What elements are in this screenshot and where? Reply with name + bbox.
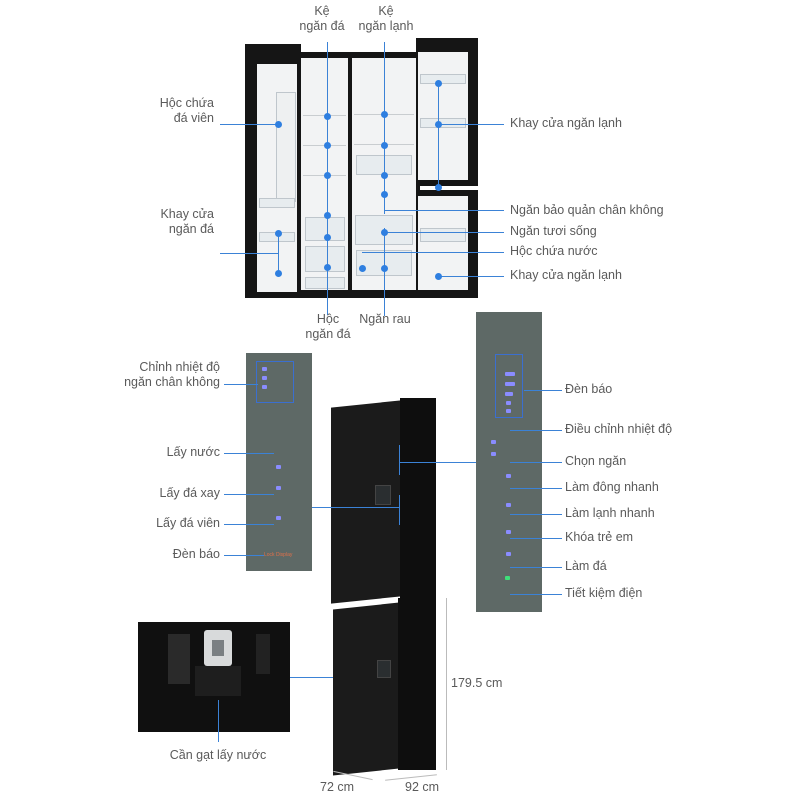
height-dimension-line [446, 598, 447, 770]
label-ngan-rau: Ngăn rau [359, 312, 411, 326]
label-lam-lanh-nhanh: Làm lạnh nhanh [565, 506, 655, 520]
label-ngan-tuoi-song: Ngăn tươi sống [510, 224, 597, 238]
label-chon-ngan: Chọn ngăn [565, 454, 627, 468]
label-tiet-kiem-dien: Tiết kiệm điện [565, 586, 643, 600]
dimension-depth: 72 cm [320, 780, 355, 794]
dimension-height: 179.5 cm [451, 676, 503, 690]
label-ngan-bao-quan-chan-khong: Ngăn bảo quản chân không [510, 203, 664, 217]
label-lay-da-vien: Lấy đá viên [156, 516, 220, 530]
label-lam-dong-nhanh: Làm đông nhanh [565, 480, 659, 494]
ice-dispenser-panel [276, 92, 296, 202]
freezer-door-tray [259, 198, 295, 208]
lock-display-text: Lock Display [264, 552, 293, 558]
label-dieu-chinh-nhiet-do: Điều chỉnh nhiệt độ [565, 422, 673, 436]
label-can-gat-lay-nuoc: Cần gạt lấy nước [169, 748, 267, 762]
label-lam-da: Làm đá [565, 559, 607, 573]
label-den-bao-left: Đèn báo [172, 547, 220, 561]
fridge-dimension-view [333, 602, 399, 776]
label-khay-cua-ngan-lanh-2: Khay cửa ngăn lạnh [510, 268, 622, 282]
label-lay-da-xay: Lấy đá xay [159, 486, 220, 500]
label-khoa-tre-em: Khóa trẻ em [565, 530, 634, 544]
label-hoc-chua-nuoc: Hộc chứa nước [510, 244, 598, 258]
dispenser-closeup [138, 622, 290, 732]
dimension-width: 92 cm [405, 780, 440, 794]
label-khay-cua-ngan-lanh: Khay cửa ngăn lạnh [510, 116, 622, 130]
label-lay-nuoc: Lấy nước [166, 445, 220, 459]
label-den-bao-right: Đèn báo [565, 382, 613, 396]
dispenser-control-panel: Lock Display [246, 353, 312, 571]
